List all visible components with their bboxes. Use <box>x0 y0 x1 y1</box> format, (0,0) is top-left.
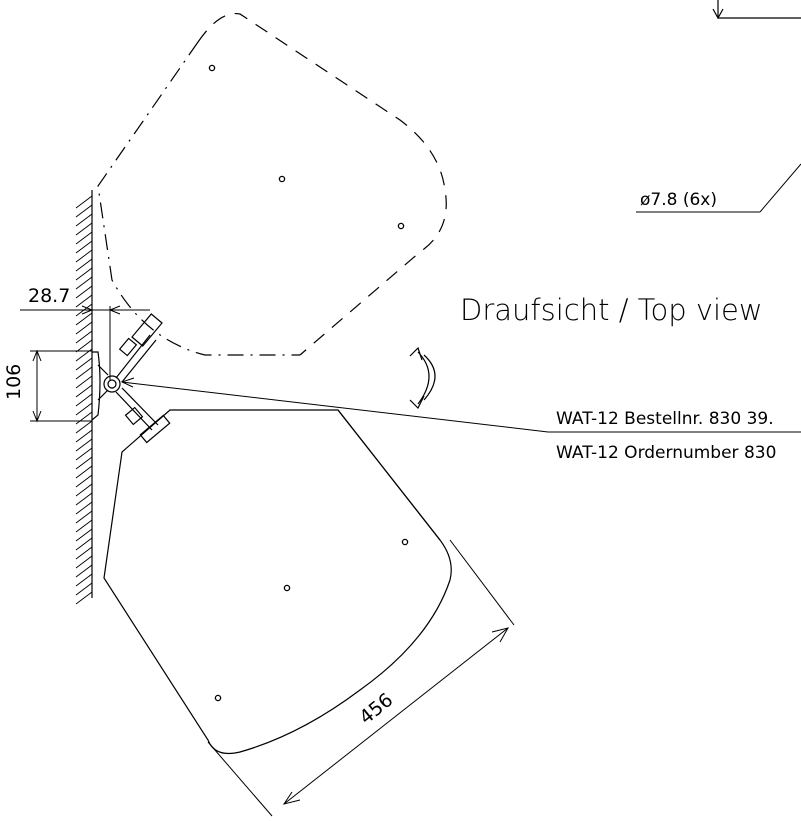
hatch-line <box>75 321 93 335</box>
hatch-line <box>75 420 93 434</box>
hatch-line <box>75 510 93 524</box>
corner-fragment <box>712 0 801 20</box>
hatch-line <box>75 528 93 542</box>
hatch-line <box>75 312 93 326</box>
hatch-line <box>75 555 93 569</box>
hole-marker <box>397 222 405 230</box>
dimension-speaker-depth-label: 456 <box>355 689 397 729</box>
hole-marker <box>208 64 216 72</box>
hole-marker <box>278 175 286 183</box>
hatch-line <box>75 231 93 245</box>
hole-note-label: ø7.8 (6x) <box>640 190 717 210</box>
hatch-line <box>75 249 93 263</box>
hole-marker <box>214 694 222 702</box>
hatch-line <box>75 465 93 479</box>
hatch-line <box>75 492 93 506</box>
order-label-en: WAT-12 Ordernumber 830 <box>556 443 776 463</box>
hatch-line <box>75 357 93 371</box>
wall-bracket <box>91 313 171 444</box>
dimension-wall-offset: 28.7 <box>20 285 150 380</box>
view-title: Draufsicht / Top view <box>460 293 763 327</box>
hatch-line <box>75 474 93 488</box>
hatch-line <box>75 411 93 425</box>
hatch-line <box>75 456 93 470</box>
hatch-line <box>75 402 93 416</box>
hatch-line <box>75 447 93 461</box>
hatch-line <box>75 546 93 560</box>
hatch-line <box>75 591 93 605</box>
hole-note: ø7.8 (6x) <box>636 163 801 213</box>
hatch-line <box>75 429 93 443</box>
hatch-line <box>75 258 93 272</box>
hatch-line <box>75 330 93 344</box>
hatch-line <box>75 483 93 497</box>
speaker-outline-rotated <box>97 12 447 356</box>
dimension-wall-offset-label: 28.7 <box>28 285 70 307</box>
hatch-line <box>75 204 93 218</box>
rotation-arrow <box>409 346 436 410</box>
hatch-line <box>75 375 93 389</box>
hatch-line <box>75 564 93 578</box>
hatch-line <box>75 222 93 236</box>
hatch-line <box>75 213 93 227</box>
order-label-leader: WAT-12 Bestellnr. 830 39. WAT-12 Ordernu… <box>120 377 801 463</box>
hatch-line <box>75 195 93 209</box>
hatch-line <box>75 294 93 308</box>
pivot-joint <box>103 375 121 393</box>
speaker-outline <box>103 409 452 755</box>
hatch-line <box>75 384 93 398</box>
hatch-line <box>75 573 93 587</box>
hatch-line <box>75 366 93 380</box>
hole-marker <box>283 584 291 592</box>
hole-marker <box>401 538 409 546</box>
wall <box>75 190 93 605</box>
hatch-line <box>75 240 93 254</box>
hatch-line <box>75 438 93 452</box>
hatch-line <box>75 537 93 551</box>
hatch-line <box>75 276 93 290</box>
hatch-line <box>75 519 93 533</box>
hatch-line <box>75 393 93 407</box>
order-label-de: WAT-12 Bestellnr. 830 39. <box>556 409 774 429</box>
dimension-speaker-depth: 456 <box>207 539 515 817</box>
hatch-line <box>75 501 93 515</box>
dimension-bracket-height: 106 <box>3 349 92 423</box>
hatch-line <box>75 582 93 596</box>
wall-hatching <box>75 195 93 605</box>
hatch-line <box>75 339 93 353</box>
dimension-bracket-height-label: 106 <box>3 364 25 400</box>
hatch-line <box>75 285 93 299</box>
hatch-line <box>75 267 93 281</box>
